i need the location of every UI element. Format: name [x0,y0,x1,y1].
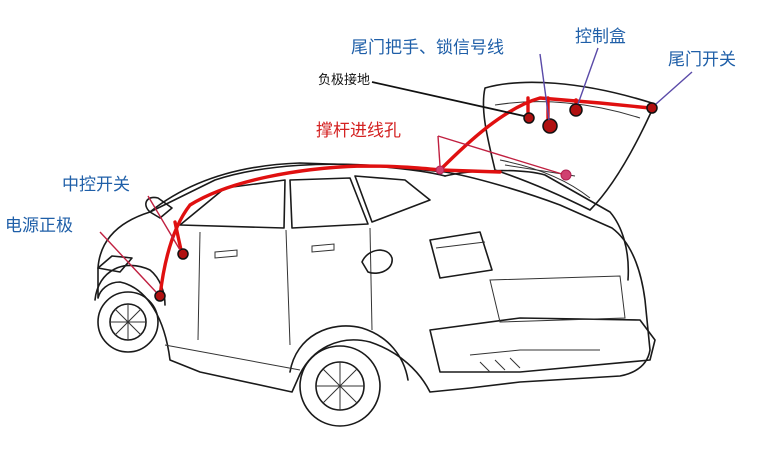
leader-power-positive [100,232,156,292]
tail-switch-point [647,103,657,113]
label-tail-lock-signal: 尾门把手、锁信号线 [351,38,504,58]
leader-tail-switch [656,72,692,104]
label-negative-ground: 负极接地 [318,72,370,88]
label-strut-hole: 撑杆进线孔 [316,121,401,141]
wire-harness [160,98,650,296]
lock-signal-point [543,119,557,133]
strut-hole-lower-point [561,170,571,180]
label-center-switch: 中控开关 [62,175,130,195]
label-control-box: 控制盒 [575,27,626,47]
main-wire-run [160,98,650,296]
label-power-positive: 电源正极 [5,216,73,236]
connection-points [155,103,657,301]
power-positive-point [155,291,165,301]
center-switch-point [178,249,188,259]
control-box-point [570,104,582,116]
wire-strut-return [440,170,500,172]
leader-strut-hole-a [438,136,440,166]
ground-point [524,113,534,123]
leader-lines [100,48,692,292]
leader-tail-lock-signal [540,54,549,120]
leader-negative-ground [372,82,524,116]
leader-control-box [578,48,598,104]
label-tail-switch: 尾门开关 [668,50,736,70]
labels: 尾门把手、锁信号线 控制盒 尾门开关 负极接地 撑杆进线孔 中控开关 电源正极 [5,27,736,236]
strut-hole-upper-point [436,166,444,174]
